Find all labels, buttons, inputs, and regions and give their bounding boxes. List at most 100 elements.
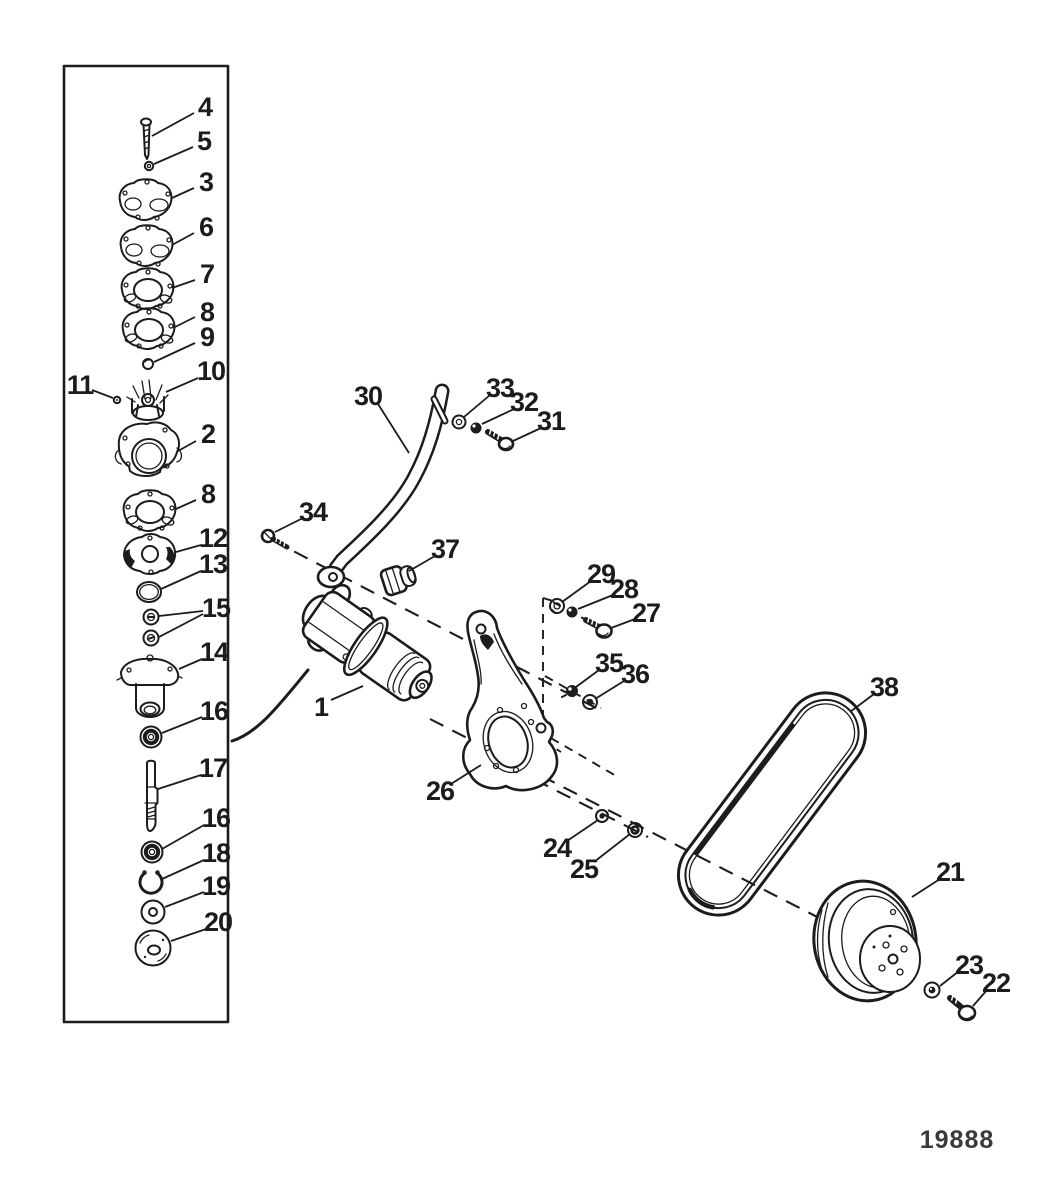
callout-leader-24 xyxy=(566,819,599,842)
callout-37: 37 xyxy=(431,534,459,564)
drawing-number: 19888 xyxy=(920,1126,995,1154)
parts-box xyxy=(62,64,230,1024)
part-30-lever xyxy=(316,383,450,589)
callout-leader-3 xyxy=(171,187,195,199)
callout-leader-18 xyxy=(161,859,205,880)
part-19-washer xyxy=(140,899,166,925)
callout-31: 31 xyxy=(537,406,566,436)
callout-17: 17 xyxy=(199,753,227,783)
part-26-bracket xyxy=(461,609,559,792)
part-20-disc xyxy=(134,929,172,967)
part-6-gasket xyxy=(119,224,174,267)
part-34-screw xyxy=(260,528,290,550)
callout-leader-14 xyxy=(178,658,203,670)
part-1-pump-assembly xyxy=(301,583,433,702)
callout-24: 24 xyxy=(543,833,572,863)
callout-leader-36 xyxy=(594,680,625,700)
callout-leader-9 xyxy=(153,342,196,363)
callout-3: 3 xyxy=(199,167,214,197)
callout-18: 18 xyxy=(202,838,231,868)
callout-13: 13 xyxy=(199,549,228,579)
callout-leader-37 xyxy=(408,555,436,572)
callout-21: 21 xyxy=(936,857,965,887)
callout-leader-28 xyxy=(577,594,614,610)
part-28-nut xyxy=(566,606,578,618)
part-27-bolt xyxy=(583,617,613,639)
callout-29: 29 xyxy=(587,559,616,589)
callout-leader-31 xyxy=(512,427,542,442)
callout-23: 23 xyxy=(955,950,984,980)
callout-30: 30 xyxy=(354,381,382,411)
part-32-nut xyxy=(470,422,482,434)
callout-leader-1 xyxy=(330,685,364,701)
callout-leader-15 xyxy=(158,610,204,617)
callout-leader-8 xyxy=(172,316,196,329)
callout-leader-29 xyxy=(561,580,592,603)
callout-leader-7 xyxy=(171,279,196,289)
callout-leader-11 xyxy=(91,389,114,399)
lever-pivot-foot xyxy=(316,565,346,589)
callout-34: 34 xyxy=(299,497,328,527)
part-36-nut xyxy=(582,694,598,710)
callout-15: 15 xyxy=(202,593,231,623)
part-8-gasket-2 xyxy=(122,489,177,532)
callout-leader-34 xyxy=(274,517,304,533)
callout-8: 8 xyxy=(201,479,216,509)
callout-22: 22 xyxy=(982,968,1010,998)
part-2-housing xyxy=(114,421,183,477)
part-17-shaft xyxy=(144,759,159,832)
callout-1: 1 xyxy=(314,692,329,722)
callout-leader-19 xyxy=(164,891,205,908)
callout-10: 10 xyxy=(197,356,225,386)
callout-leader-13 xyxy=(160,570,202,590)
callout-leader-35 xyxy=(575,669,600,688)
part-14-housing xyxy=(116,654,183,718)
part-13-oring xyxy=(136,581,162,603)
part-4-screw xyxy=(140,117,152,160)
callout-leader-21 xyxy=(911,878,941,898)
callout-4: 4 xyxy=(198,92,213,122)
callout-leader-10 xyxy=(165,377,199,393)
callout-16: 16 xyxy=(202,803,231,833)
callout-2: 2 xyxy=(201,419,215,449)
part-35-washer xyxy=(561,685,578,698)
callout-11: 11 xyxy=(67,370,95,400)
callout-5: 5 xyxy=(197,126,212,156)
part-16-seal-2 xyxy=(139,839,165,865)
part-24-nut xyxy=(595,809,609,823)
callout-8: 8 xyxy=(200,297,215,327)
callout-27: 27 xyxy=(632,598,660,628)
callout-26: 26 xyxy=(426,776,455,806)
part-21-pulley xyxy=(812,879,921,1003)
part-29-washer xyxy=(549,598,565,614)
callout-leader-5 xyxy=(153,146,194,165)
callout-35: 35 xyxy=(595,648,624,678)
hose-line xyxy=(230,668,310,743)
part-18-snap-ring xyxy=(138,870,164,895)
part-37-fitting xyxy=(379,565,417,597)
callout-9: 9 xyxy=(200,322,215,352)
callout-38: 38 xyxy=(870,672,899,702)
callout-leader-25 xyxy=(593,833,631,863)
callout-leader-2 xyxy=(177,440,197,452)
callout-33: 33 xyxy=(486,373,515,403)
callout-leader-30 xyxy=(377,403,410,454)
callout-leader-6 xyxy=(171,232,195,246)
callout-leader-23 xyxy=(939,970,960,987)
callout-leader-20 xyxy=(170,928,207,942)
callout-6: 6 xyxy=(199,212,214,242)
callout-leader-16 xyxy=(161,824,205,850)
callout-leader-22 xyxy=(972,989,988,1007)
part-25-washer xyxy=(627,822,643,838)
callout-16: 16 xyxy=(200,696,229,726)
callout-7: 7 xyxy=(200,259,214,289)
callout-leader-33 xyxy=(463,394,491,418)
part-23-washer xyxy=(923,981,941,999)
part-8-gasket xyxy=(121,307,176,350)
callout-25: 25 xyxy=(570,854,599,884)
part-9-ball xyxy=(142,358,154,370)
callout-19: 19 xyxy=(202,871,231,901)
